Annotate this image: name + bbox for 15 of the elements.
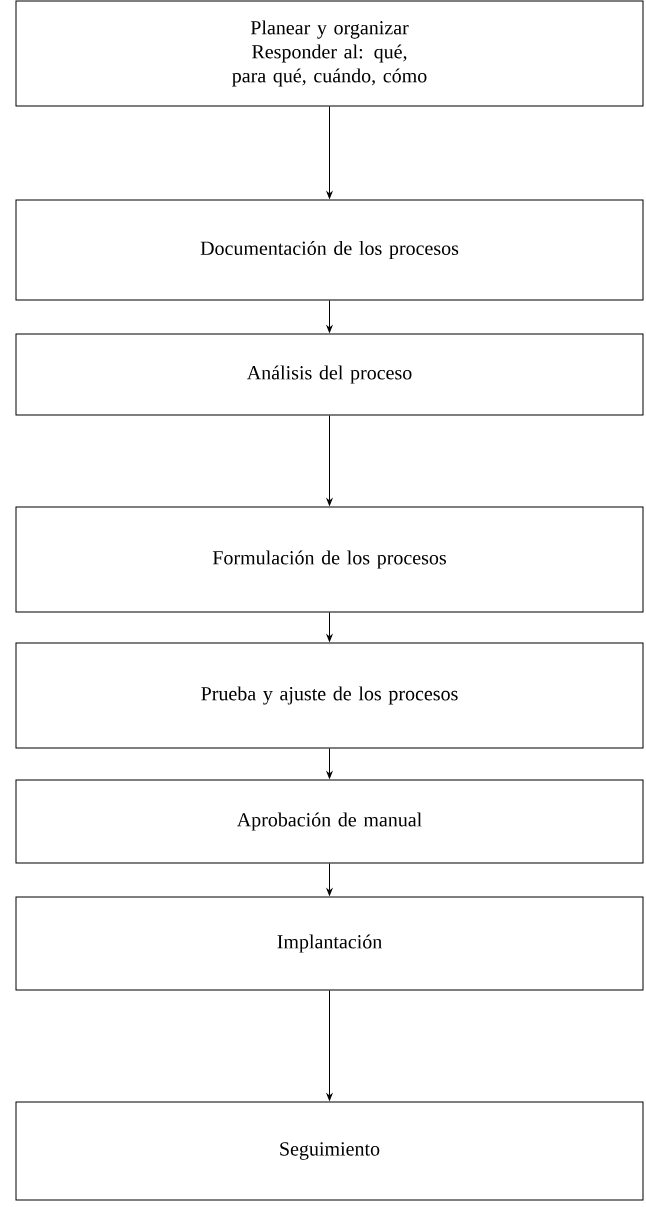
arrow (326, 415, 333, 506)
process-box: Implantación (15, 896, 644, 991)
process-box: Seguimiento (15, 1101, 644, 1201)
arrow (326, 990, 333, 1101)
arrow (326, 863, 333, 896)
process-box: Documentación de los procesos (15, 199, 644, 301)
arrow (326, 612, 333, 642)
process-box: Formulación de los procesos (15, 506, 644, 613)
process-box: Planear y organizar Responder al: qué, para qué, cuándo, cómo (15, 0, 644, 107)
process-box: Análisis del proceso (15, 333, 644, 416)
arrow (326, 300, 333, 333)
arrow (326, 748, 333, 779)
process-box: Aprobación de manual (15, 779, 644, 864)
arrow (326, 106, 333, 199)
process-box: Prueba y ajuste de los procesos (15, 642, 644, 749)
